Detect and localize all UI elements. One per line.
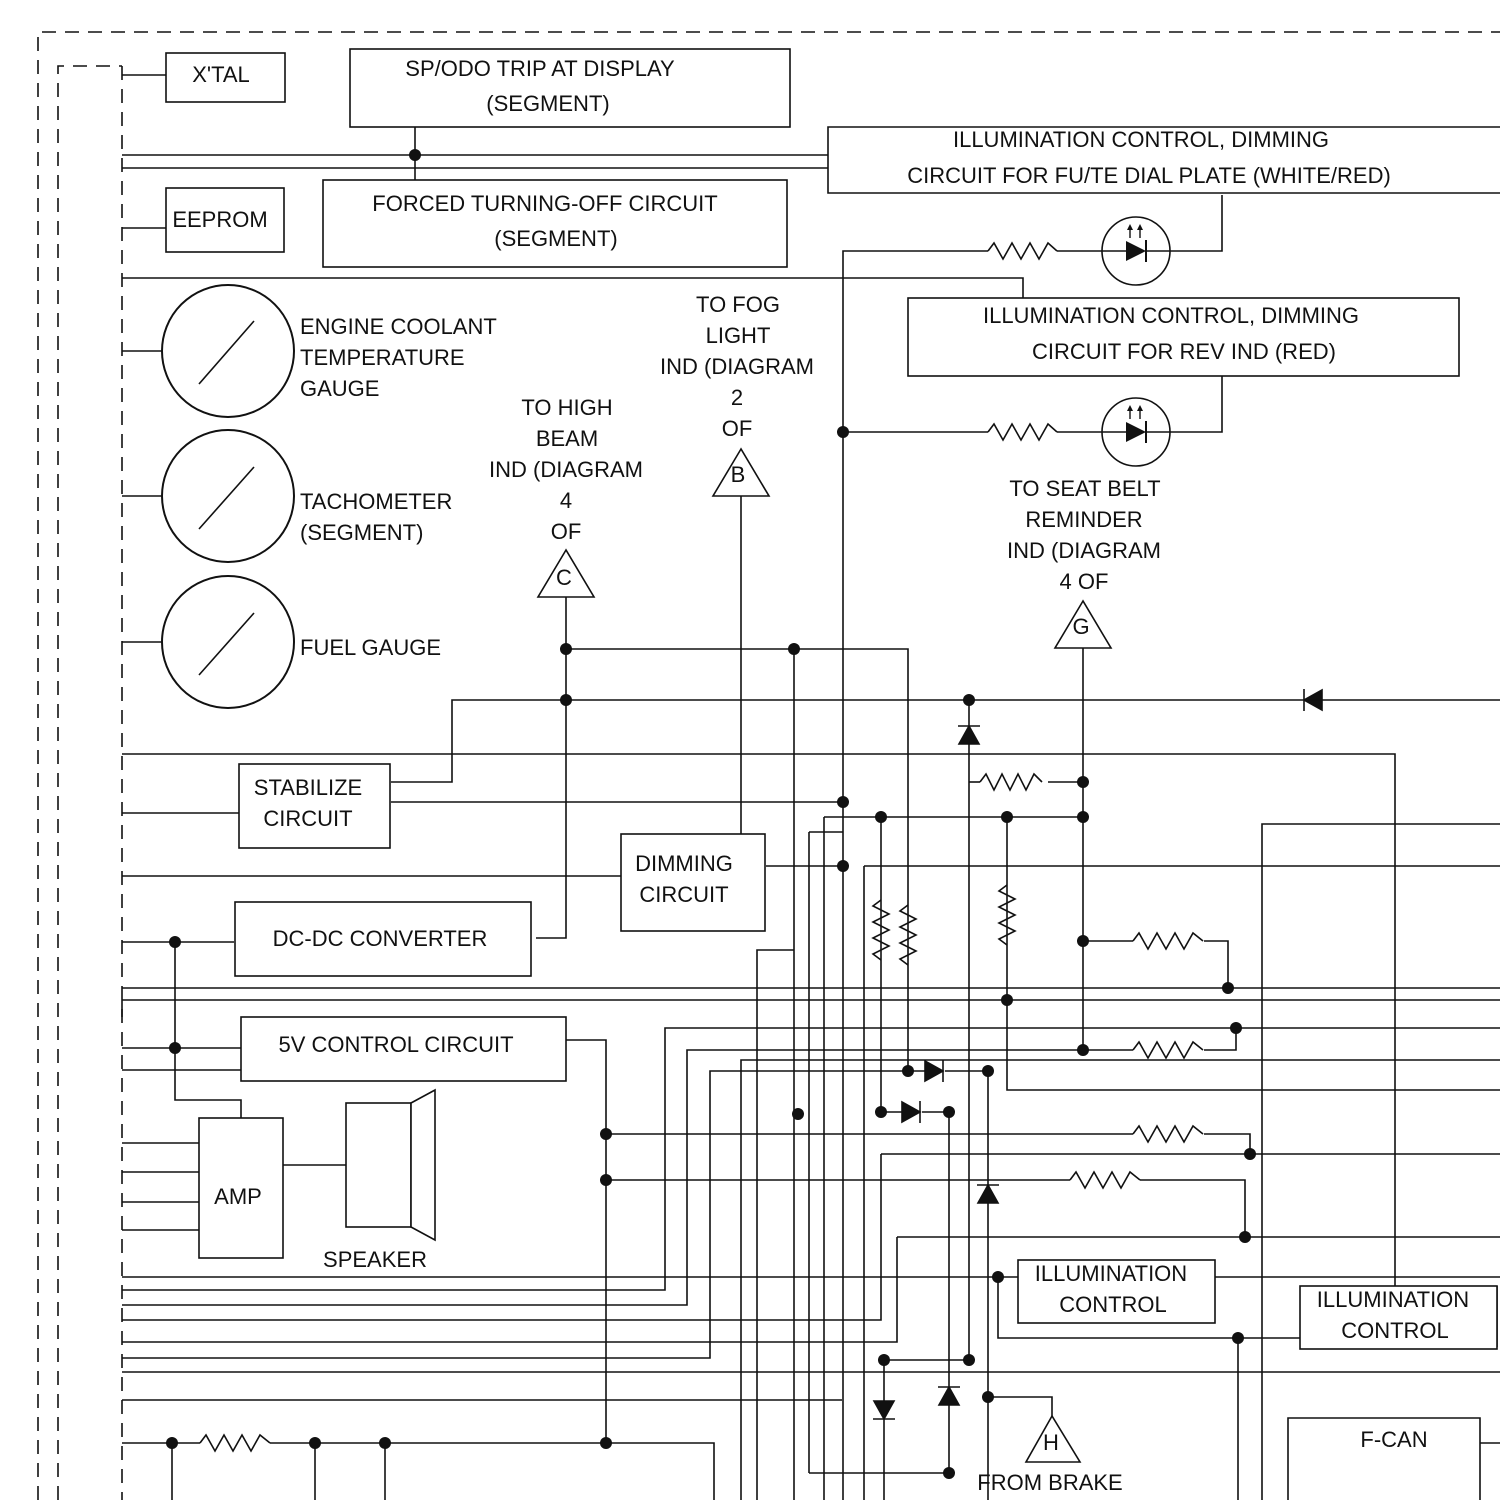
svg-text:F-CAN: F-CAN: [1360, 1427, 1427, 1452]
block-illum-rev: ILLUMINATION CONTROL, DIMMING CIRCUIT FO…: [908, 298, 1459, 376]
svg-text:(SEGMENT): (SEGMENT): [486, 91, 609, 116]
svg-text:ILLUMINATION: ILLUMINATION: [1035, 1261, 1187, 1286]
svg-text:4 OF: 4 OF: [1060, 569, 1109, 594]
resistor-h782: [980, 774, 1042, 790]
svg-text:DC-DC CONVERTER: DC-DC CONVERTER: [273, 926, 488, 951]
svg-text:CONTROL: CONTROL: [1341, 1318, 1449, 1343]
led-indicator-rev: [1102, 398, 1170, 466]
connector-high-beam: TO HIGH BEAM IND (DIAGRAM 4 OF C: [489, 395, 643, 597]
block-xtal: X'TAL: [166, 53, 285, 102]
svg-text:ILLUMINATION CONTROL, DIMMING: ILLUMINATION CONTROL, DIMMING: [953, 127, 1329, 152]
svg-text:FORCED TURNING-OFF CIRCUIT: FORCED TURNING-OFF CIRCUIT: [372, 191, 717, 216]
block-sp-odo: SP/ODO TRIP AT DISPLAY (SEGMENT): [350, 49, 790, 127]
svg-text:CONTROL: CONTROL: [1059, 1292, 1167, 1317]
svg-text:IND (DIAGRAM: IND (DIAGRAM: [1007, 538, 1161, 563]
resistor-h1180: [1070, 1172, 1140, 1188]
svg-text:TEMPERATURE: TEMPERATURE: [300, 345, 465, 370]
gauge-coolant: ENGINE COOLANT TEMPERATURE GAUGE: [162, 285, 497, 417]
svg-text:GAUGE: GAUGE: [300, 376, 379, 401]
resistor-h1050: [1133, 1042, 1203, 1058]
svg-text:TO FOG: TO FOG: [696, 292, 780, 317]
svg-text:G: G: [1072, 614, 1089, 639]
speaker: SPEAKER: [323, 1090, 435, 1272]
svg-text:CIRCUIT: CIRCUIT: [639, 882, 728, 907]
diode-700: [1285, 689, 1350, 711]
connector-fog-light: TO FOG LIGHT IND (DIAGRAM 2 OF B: [660, 292, 814, 496]
svg-text:C: C: [556, 565, 572, 590]
diode-1112: [902, 1101, 920, 1123]
svg-text:4: 4: [560, 488, 572, 513]
svg-text:CIRCUIT FOR REV IND (RED): CIRCUIT FOR REV IND (RED): [1032, 339, 1336, 364]
svg-text:STABILIZE: STABILIZE: [254, 775, 362, 800]
svg-text:BEAM: BEAM: [536, 426, 598, 451]
block-fcan: F-CAN: [1288, 1418, 1480, 1500]
svg-text:(SEGMENT): (SEGMENT): [300, 520, 423, 545]
led-indicator-fute: [1102, 217, 1170, 285]
diode-1071: [925, 1060, 943, 1082]
svg-text:IND (DIAGRAM: IND (DIAGRAM: [489, 457, 643, 482]
block-dimming: DIMMING CIRCUIT: [621, 834, 765, 931]
svg-text:IND (DIAGRAM: IND (DIAGRAM: [660, 354, 814, 379]
svg-text:DIMMING: DIMMING: [635, 851, 733, 876]
resistor-led1: [988, 243, 1057, 259]
svg-text:SPEAKER: SPEAKER: [323, 1247, 427, 1272]
block-illum-control-b: ILLUMINATION CONTROL: [1300, 1286, 1497, 1349]
svg-text:FUEL GAUGE: FUEL GAUGE: [300, 635, 441, 660]
svg-text:SP/ODO TRIP AT DISPLAY: SP/ODO TRIP AT DISPLAY: [405, 56, 675, 81]
svg-text:5V CONTROL CIRCUIT: 5V CONTROL CIRCUIT: [278, 1032, 513, 1057]
svg-text:2: 2: [731, 385, 743, 410]
svg-text:CIRCUIT FOR FU/TE DIAL PLATE (: CIRCUIT FOR FU/TE DIAL PLATE (WHITE/RED): [907, 163, 1391, 188]
block-amp: AMP: [199, 1118, 283, 1258]
svg-text:ENGINE COOLANT: ENGINE COOLANT: [300, 314, 497, 339]
svg-text:REMINDER: REMINDER: [1025, 507, 1142, 532]
svg-text:TO HIGH: TO HIGH: [521, 395, 612, 420]
gauge-tachometer: TACHOMETER (SEGMENT): [162, 430, 452, 562]
gauge-fuel: FUEL GAUGE: [162, 576, 441, 708]
resistor-h941: [1133, 933, 1203, 949]
svg-text:CIRCUIT: CIRCUIT: [263, 806, 352, 831]
block-eeprom: EEPROM: [166, 188, 284, 252]
connector-brake: H FROM BRAKE: [977, 1416, 1122, 1495]
resistor-led2: [988, 424, 1057, 440]
block-5v-control: 5V CONTROL CIRCUIT: [241, 1017, 566, 1081]
diode-969: [958, 726, 980, 744]
svg-text:TO SEAT BELT: TO SEAT BELT: [1009, 476, 1160, 501]
diode-884: [873, 1401, 895, 1419]
svg-text:X'TAL: X'TAL: [192, 62, 250, 87]
block-dcdc: DC-DC CONVERTER: [235, 902, 531, 976]
svg-text:TACHOMETER: TACHOMETER: [300, 489, 452, 514]
block-forced-turning-off: FORCED TURNING-OFF CIRCUIT (SEGMENT): [323, 180, 787, 267]
svg-text:ILLUMINATION: ILLUMINATION: [1317, 1287, 1469, 1312]
diode-988: [977, 1185, 999, 1203]
block-illum-control-a: ILLUMINATION CONTROL: [1018, 1260, 1215, 1323]
block-illum-fute: ILLUMINATION CONTROL, DIMMING CIRCUIT FO…: [828, 127, 1500, 193]
svg-text:OF: OF: [551, 519, 582, 544]
resistor-h1134: [1133, 1126, 1203, 1142]
svg-text:B: B: [731, 462, 746, 487]
svg-text:EEPROM: EEPROM: [172, 207, 267, 232]
svg-text:H: H: [1043, 1430, 1059, 1455]
svg-text:FROM BRAKE: FROM BRAKE: [977, 1470, 1122, 1495]
svg-text:(SEGMENT): (SEGMENT): [494, 226, 617, 251]
resistor-h1443: [200, 1435, 270, 1451]
svg-text:LIGHT: LIGHT: [706, 323, 771, 348]
connector-seat-belt: TO SEAT BELT REMINDER IND (DIAGRAM 4 OF …: [1007, 476, 1161, 648]
diode-949: [938, 1387, 960, 1405]
svg-text:ILLUMINATION CONTROL, DIMMING: ILLUMINATION CONTROL, DIMMING: [983, 303, 1359, 328]
svg-text:AMP: AMP: [214, 1184, 262, 1209]
svg-text:OF: OF: [722, 416, 753, 441]
block-stabilize: STABILIZE CIRCUIT: [239, 764, 390, 848]
